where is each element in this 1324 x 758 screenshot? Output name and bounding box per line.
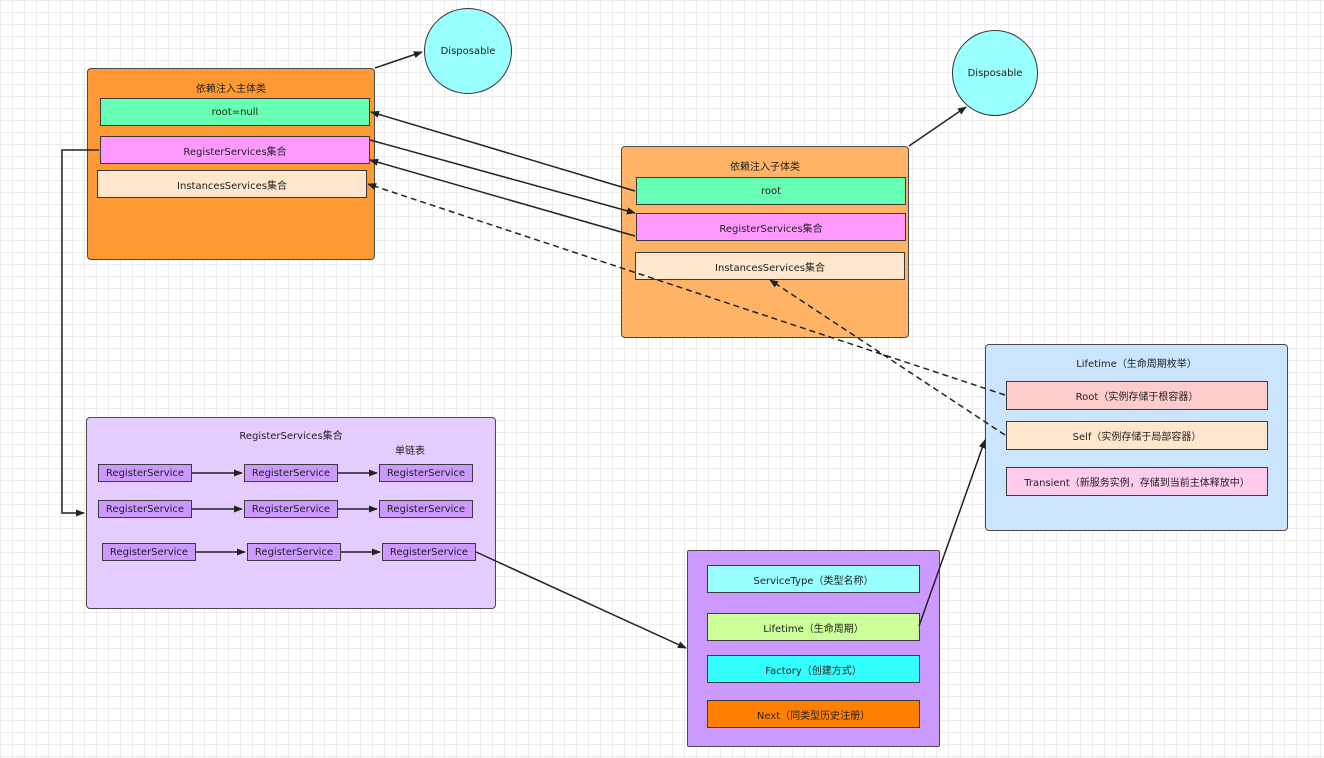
child-register-field[interactable]: RegisterServices集合: [636, 213, 906, 241]
register-service-node[interactable]: RegisterService: [102, 543, 196, 561]
dispose-connector-main: [374, 51, 423, 69]
main-root-field[interactable]: root=null: [100, 98, 370, 126]
disposable-label: Disposable: [967, 67, 1023, 79]
service-type-field[interactable]: ServiceType（类型名称）: [707, 565, 920, 593]
register-service-node[interactable]: RegisterService: [98, 464, 192, 482]
register-service-node[interactable]: RegisterService: [244, 500, 338, 518]
main-instances-field[interactable]: InstancesServices集合: [97, 170, 367, 198]
lifetime-enum-panel[interactable]: Lifetime（生命周期枚举） Root（实例存储于根容器） Self（实例存…: [985, 344, 1288, 531]
root-reference-arrow: [370, 110, 636, 192]
child-class-title: 依赖注入子体类: [730, 162, 800, 173]
main-class-title: 依赖注入主体类: [196, 84, 266, 95]
child-root-field[interactable]: root: [636, 177, 906, 205]
next-field[interactable]: Next（同类型历史注册）: [707, 700, 920, 728]
main-register-field[interactable]: RegisterServices集合: [100, 136, 370, 164]
service-node-panel[interactable]: ServiceType（类型名称） Lifetime（生命周期） Factory…: [687, 550, 940, 747]
disposable-circle-right[interactable]: Disposable: [952, 30, 1038, 116]
node-detail-arrow: [475, 551, 687, 649]
register-service-node[interactable]: RegisterService: [244, 464, 338, 482]
factory-field[interactable]: Factory（创建方式）: [707, 655, 920, 683]
linked-list-label: 单链表: [395, 446, 425, 457]
disposable-label: Disposable: [440, 45, 496, 57]
register-service-node[interactable]: RegisterService: [98, 500, 192, 518]
register-service-node[interactable]: RegisterService: [382, 543, 476, 561]
lifetime-field[interactable]: Lifetime（生命周期）: [707, 613, 920, 641]
disposable-circle-left[interactable]: Disposable: [424, 8, 512, 94]
main-class-panel[interactable]: 依赖注入主体类 root=null RegisterServices集合 Ins…: [87, 68, 375, 260]
lifetime-enum-title: Lifetime（生命周期枚举）: [1076, 359, 1197, 370]
lifetime-transient-option[interactable]: Transient（新服务实例，存储到当前主体释放中）: [1006, 467, 1268, 496]
register-share-arrow: [369, 139, 636, 215]
dispose-connector-child: [908, 106, 967, 147]
register-collection-title: RegisterServices集合: [239, 431, 343, 442]
register-service-node[interactable]: RegisterService: [379, 500, 473, 518]
lifetime-self-option[interactable]: Self（实例存储于局部容器）: [1006, 421, 1268, 450]
child-instances-field[interactable]: InstancesServices集合: [635, 252, 905, 280]
register-service-node[interactable]: RegisterService: [247, 543, 341, 561]
register-service-node[interactable]: RegisterService: [379, 464, 473, 482]
child-class-panel[interactable]: 依赖注入子体类 root RegisterServices集合 Instance…: [621, 146, 909, 338]
lifetime-root-option[interactable]: Root（实例存储于根容器）: [1006, 381, 1268, 410]
register-return-arrow: [369, 158, 636, 237]
